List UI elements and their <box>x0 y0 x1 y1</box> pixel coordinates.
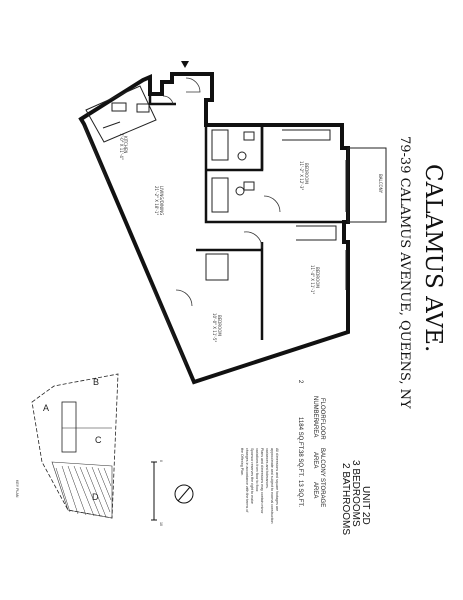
bedroom-3-dims: 10'-0" X 11'-5" <box>212 313 217 342</box>
key-plan-title: KEY PLAN <box>15 480 19 498</box>
balcony-area-value: 38 SQ.FT. <box>297 450 303 477</box>
key-plan-label-c: C <box>95 435 102 445</box>
key-plan-unit-d <box>51 461 113 519</box>
bedroom-2-closet <box>296 225 337 241</box>
floor-number-label-1: FLOOR <box>319 398 325 419</box>
disclaimer-line-7: changes in accordance with the terms of <box>245 448 249 512</box>
scale-bar: 0 10 <box>151 460 163 526</box>
living-dining-label: LIVING/DINING <box>159 186 164 215</box>
floor-area-label-2: AREA <box>312 421 318 437</box>
key-plan-label-d: D <box>92 492 99 502</box>
unit-floor-plan: KITCHEN 7'-0" X 11'-4" LIVING/DINING 21'… <box>78 61 387 385</box>
unit-bathrooms: 2 BATHROOMS <box>340 463 351 535</box>
unit-bedrooms: 3 BEDROOMS <box>350 460 361 527</box>
bedroom-3-closet <box>205 253 229 281</box>
vanity-1 <box>243 131 255 141</box>
bedroom-1-dims: 11'-2" X 12'-3" <box>299 161 304 190</box>
floor-number-value: 2 <box>297 380 303 384</box>
balcony-area-label-2: AREA <box>312 452 318 468</box>
bathtub-2 <box>211 177 229 213</box>
floor-area-label-1: FLOOR <box>319 419 325 440</box>
bathtub-1 <box>211 129 229 161</box>
key-plan-hatch <box>55 465 112 518</box>
key-plan-label-a: A <box>43 403 49 413</box>
disclaimer: All dimensions and square footages are a… <box>240 448 279 524</box>
key-plan-outline <box>31 373 119 519</box>
stove <box>111 102 127 112</box>
address-line: 79-39 CALAMUS AVENUE, QUEENS, NY <box>397 136 412 409</box>
kitchen-counter <box>85 85 157 143</box>
balcony-outline <box>347 147 387 223</box>
storage-area-value: 13 SQ.FT. <box>297 480 303 507</box>
bedroom-3-door <box>175 289 193 307</box>
disclaimer-line-6: Sponsor reserves the right to make <box>250 448 254 504</box>
toilet-1 <box>237 151 247 161</box>
disclaimer-line-8: the Offering Plan. <box>240 448 244 476</box>
floor-area-value: 1184 SQ.FT. <box>297 417 303 451</box>
sink <box>136 103 150 113</box>
scale-end: 10 <box>159 522 163 526</box>
counter-line <box>102 121 121 129</box>
closet-door <box>162 95 174 105</box>
bedroom-1-closet <box>282 129 331 141</box>
disclaimer-line-2: approximate and subject to normal constr… <box>270 448 274 524</box>
floor-number-label-2: NUMBER <box>312 396 318 423</box>
vanity-2 <box>243 181 255 191</box>
balcony-area-label-1: BALCONY <box>319 448 325 477</box>
living-dining-dims: 21'-2" X 18'-1" <box>154 186 159 215</box>
key-plan-core <box>61 401 77 453</box>
bedroom-2-dims: 11'-4" X 11'-1" <box>310 265 315 294</box>
storage-area-label-1: STORAGE <box>319 478 325 507</box>
closet-wall <box>148 94 176 106</box>
toilet-2 <box>235 186 245 196</box>
disclaimer-line-3: variances and tolerances. <box>265 448 269 489</box>
bedroom-1-door <box>263 195 281 213</box>
kitchen-dims: 7'-0" X 11'-4" <box>119 133 124 160</box>
scale-start: 0 <box>159 460 163 462</box>
window-living-1 <box>83 125 109 183</box>
entry-arrow-icon <box>181 61 189 68</box>
window-bedroom-3 <box>149 281 187 365</box>
kitchen-label: KITCHEN <box>123 136 128 153</box>
balcony-label: BALCONY <box>378 174 383 194</box>
disclaimer-line-4: Plans and dimensions may contain minor <box>260 448 264 514</box>
disclaimer-line-5: variations from floor to floor. <box>255 448 259 492</box>
bedroom-1-label: BEDROOM <box>304 163 309 184</box>
key-plan-label-b: B <box>93 377 99 387</box>
key-plan: A B C D KEY PLAN <box>15 373 119 519</box>
unit-name: UNIT 2D <box>360 486 371 525</box>
bedroom-3-label: BEDROOM <box>217 315 222 336</box>
disclaimer-line-1: All dimensions and square footages are <box>275 448 279 511</box>
bath-wall <box>204 125 262 224</box>
bedroom-2-door <box>243 231 263 249</box>
north-arrow-icon <box>174 484 194 504</box>
title-block: CALAMUS AVE. 79-39 CALAMUS AVENUE, QUEEN… <box>240 136 446 535</box>
bedroom-2-label: BEDROOM <box>315 267 320 288</box>
storage-area-label-2: AREA <box>312 482 318 498</box>
entry-door <box>185 77 201 93</box>
building-name: CALAMUS AVE. <box>420 164 446 352</box>
